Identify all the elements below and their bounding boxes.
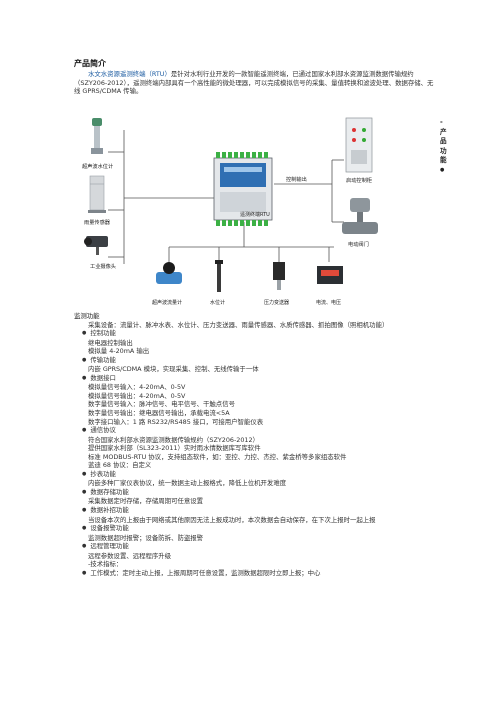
feature-bullet: 传输功能 <box>74 356 434 366</box>
content-line: 符合国家水利部水资源监测数据传输规约（SZY206-2012） <box>88 435 259 444</box>
feature-bullet: 通信协议 <box>74 426 434 436</box>
content-line: 采集数据定时存储，存储周期可任意设置 <box>88 497 204 506</box>
feature-bullet: 数据接口 <box>74 374 434 384</box>
content-line: 数字量信号输出：继电器信号输出，承载电流<5A <box>88 409 230 418</box>
feature-bullet: 数据补招功能 <box>74 506 434 516</box>
feature-bullet: 数据存储功能 <box>74 488 434 498</box>
intro-highlight: 水文水资源遥测终端（RTU） <box>88 70 171 78</box>
section-heading: 产品简介 <box>74 59 106 68</box>
electric-valve-icon <box>342 198 378 234</box>
intro-paragraph: 水文水资源遥测终端（RTU）是针对水利行业开发的一款智能遥测终端，已通过国家水利… <box>74 70 434 96</box>
content-line: 远程参数设置、远程程序升级 <box>88 551 172 560</box>
feature-bullet: 设备报警功能 <box>74 524 434 534</box>
control-cabinet-icon <box>345 117 373 173</box>
right-device-label-2: 电动阀门 <box>348 240 369 248</box>
content-line: 数字接口输入：1 路 RS232/RS485 接口，可接用户智能仪表 <box>88 417 264 426</box>
camera-icon <box>84 236 108 255</box>
rtu-label: 遥测终端RTU <box>240 211 270 218</box>
ultrasonic-level-meter-icon <box>91 118 103 154</box>
content-line: 当设备本次的上报由于网络或其他原因无法上报成功时，本次数据会自动保存，在下次上报… <box>88 515 376 524</box>
feature-bullet: 控制功能 <box>74 329 434 339</box>
feature-bullet: 抄表功能 <box>74 470 434 480</box>
system-diagram: 超声波水位计 雨量传感器 工业摄像头 <box>82 117 378 306</box>
content-line: 数字量信号输入：脉冲信号、电平信号、干触点信号 <box>88 400 235 409</box>
pressure-transmitter-icon <box>273 262 285 290</box>
content-line: 蓝迪 68 协议：自定义 <box>88 461 152 470</box>
side-title: - 产 品 功 能 ● <box>440 118 447 173</box>
content-line: -技术指标： <box>88 560 123 569</box>
content-line: 提供国家水利部（SL323-2011）实时雨水情数据库写库软件 <box>88 444 261 453</box>
rtu-device-icon <box>213 152 273 226</box>
content-line: 内嵌多种厂家仪表协议，统一数据主动上报格式，降低上位机开发难度 <box>88 479 287 488</box>
water-level-sensor-icon <box>215 260 223 292</box>
feature-bullet: 远程管理功能 <box>74 542 434 552</box>
bottom-device-label-2: 水位计 <box>210 299 225 306</box>
feature-list: 监测功能采集设备：流量计、脉冲水表、水位计、压力变送器、雨量传感器、水质传感器、… <box>74 312 434 578</box>
content-line: 内嵌 GPRS/CDMA 模块，实现采集、控制、无线传输于一体 <box>88 365 259 374</box>
content-line: 采集设备：流量计、脉冲水表、水位计、压力变送器、雨量传感器、水质传感器、抓拍图像… <box>88 320 389 329</box>
intro-text: 是针对水利行业开发的一款智能遥测终端，已通过国家水利部水资源监测数据传输规约（S… <box>74 70 434 96</box>
content-line: 模拟量 4-20mA 输出 <box>88 347 150 356</box>
content-line: 模拟量信号输出：4-20mA、0-5V <box>88 391 186 400</box>
content-line: 监测数据超时报警；设备防拆、防盗报警 <box>88 533 204 542</box>
left-device-label-3: 工业摄像头 <box>90 262 116 270</box>
left-device-label-2: 雨量传感器 <box>84 218 111 226</box>
rain-gauge-icon <box>88 175 106 213</box>
control-output-label: 控制输出 <box>286 175 307 183</box>
content-section-heading: 监测功能 <box>74 312 100 320</box>
feature-bullet: 工作模式：定时主动上报，上报周期可任意设置，监测数据超限时立即上报；中心 <box>74 569 434 579</box>
left-device-label-1: 超声波水位计 <box>82 162 113 170</box>
content-line: 模拟量信号输入：4-20mA、0-5V <box>88 383 186 392</box>
bottom-device-label-1: 超声波流量计 <box>152 299 182 306</box>
bottom-device-label-3: 压力变送器 <box>264 299 289 306</box>
content-line: 继电器控制输出 <box>88 338 133 347</box>
right-device-label-1: 启动控制柜 <box>346 176 372 184</box>
bottom-device-label-4: 电流、电压 <box>316 299 341 306</box>
electric-meter-icon <box>317 266 343 284</box>
content-line: 标准 MODBUS-RTU 协议，支持组态软件，如：亚控、力控、杰控、紫金桥等多… <box>88 452 347 461</box>
flow-meter-icon <box>156 262 182 284</box>
